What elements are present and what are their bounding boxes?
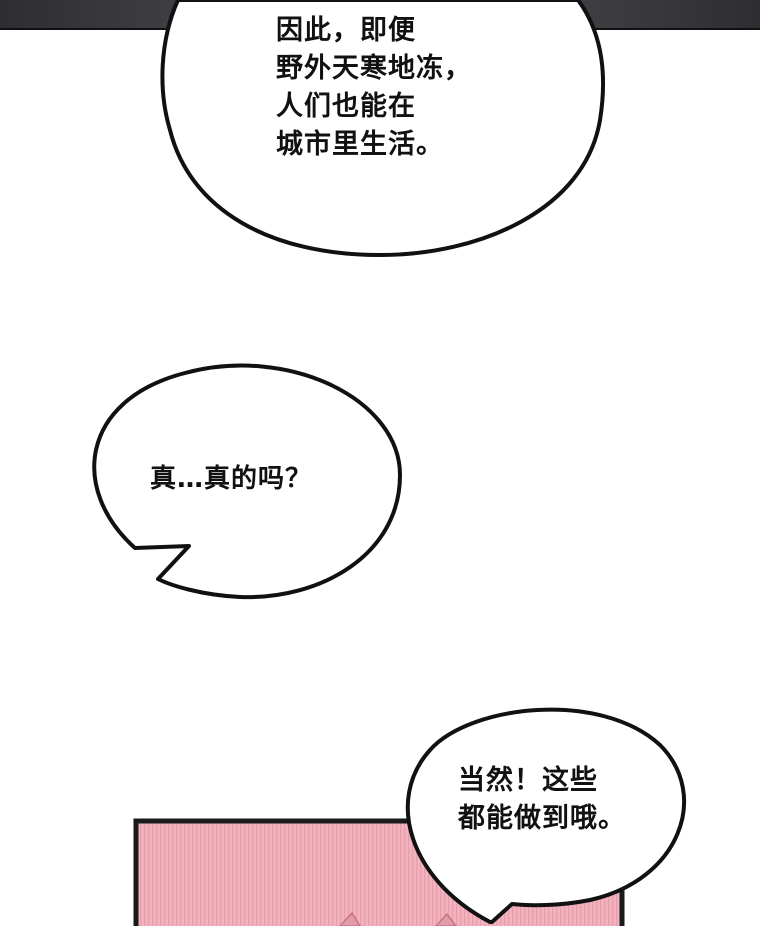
speech-bubble-1-shape bbox=[160, 0, 606, 258]
speech-bubble-3-text: 当然！这些 都能做到哦。 bbox=[458, 765, 626, 834]
speech-bubble-1-text: 因此，即便 野外天寒地冻， 人们也能在 城市里生活。 bbox=[276, 15, 472, 160]
panel-character-hair bbox=[338, 911, 457, 926]
speech-bubble-2-shape bbox=[92, 363, 402, 600]
speech-bubble-3-shape bbox=[405, 707, 687, 924]
speech-bubble-2-text: 真…真的吗？ bbox=[150, 464, 313, 494]
